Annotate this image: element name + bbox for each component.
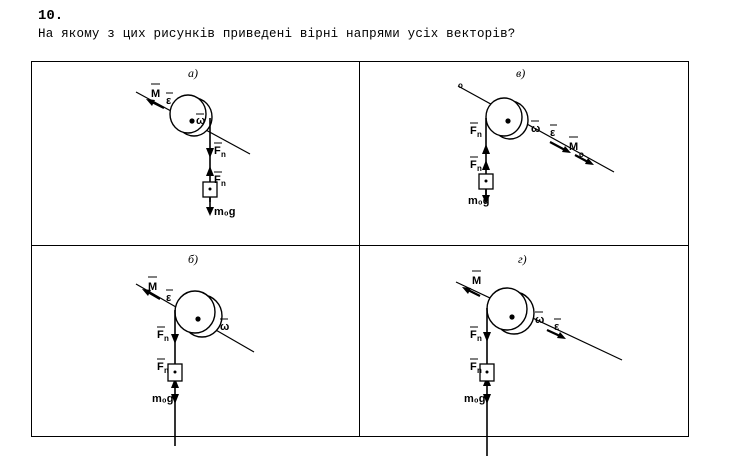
- svg-text:M: M: [148, 281, 157, 293]
- svg-text:F: F: [157, 329, 164, 341]
- label-epsilon: ε: [166, 95, 172, 107]
- figure-a-drawing: M ε ω F n F n m₀g: [135, 83, 251, 218]
- figure-g-label: г): [518, 252, 527, 266]
- figure-v-label: в): [516, 66, 526, 80]
- svg-text:F: F: [470, 361, 477, 373]
- figure-g-drawing: M ω ε F n F n m₀g: [455, 270, 623, 456]
- question-text: На якому з цих рисунків приведені вірні …: [38, 27, 516, 41]
- svg-text:M: M: [569, 141, 578, 153]
- svg-text:ε: ε: [550, 127, 556, 139]
- figure-v[interactable]: в) o F n F n ω: [360, 62, 688, 246]
- svg-text:o: o: [579, 150, 584, 159]
- svg-text:m₀g: m₀g: [464, 393, 485, 405]
- svg-text:ω: ω: [220, 321, 229, 333]
- svg-text:F: F: [470, 159, 477, 171]
- svg-text:ε: ε: [166, 292, 172, 304]
- figure-b[interactable]: б) M ε ω F n F n m₀g: [32, 246, 360, 446]
- figure-v-drawing: o F n F n ω ε: [457, 81, 615, 207]
- label-m0g: m₀g: [214, 206, 235, 218]
- svg-text:n: n: [221, 150, 226, 159]
- svg-text:ε: ε: [554, 321, 560, 333]
- svg-text:n: n: [477, 334, 482, 343]
- svg-text:n: n: [477, 164, 482, 173]
- svg-text:F: F: [470, 125, 477, 137]
- svg-text:ω: ω: [535, 314, 544, 326]
- figure-g[interactable]: г) M ω ε F n F n: [360, 246, 688, 456]
- figure-b-drawing: M ε ω F n F n m₀g: [135, 276, 255, 446]
- svg-text:ω: ω: [531, 123, 540, 135]
- svg-text:n: n: [477, 130, 482, 139]
- svg-text:n: n: [477, 366, 482, 375]
- question-number: 10.: [38, 8, 64, 24]
- label-M: M: [151, 88, 160, 100]
- svg-text:F: F: [157, 361, 164, 373]
- svg-text:n: n: [164, 366, 169, 375]
- svg-text:M: M: [472, 275, 481, 287]
- figure-a-label: а): [188, 66, 198, 80]
- figure-b-label: б): [188, 252, 199, 266]
- svg-text:m₀g: m₀g: [152, 393, 173, 405]
- svg-text:m₀g: m₀g: [468, 195, 489, 207]
- label-Fn-prime: F: [214, 145, 221, 157]
- svg-text:o: o: [458, 81, 463, 90]
- svg-text:F: F: [470, 329, 477, 341]
- label-omega: ω: [196, 115, 205, 127]
- label-Fn: F: [214, 174, 221, 186]
- svg-text:n: n: [221, 179, 226, 188]
- answer-grid: а) M ε ω: [31, 61, 689, 456]
- svg-text:n: n: [164, 334, 169, 343]
- figure-a[interactable]: а) M ε ω: [32, 62, 360, 246]
